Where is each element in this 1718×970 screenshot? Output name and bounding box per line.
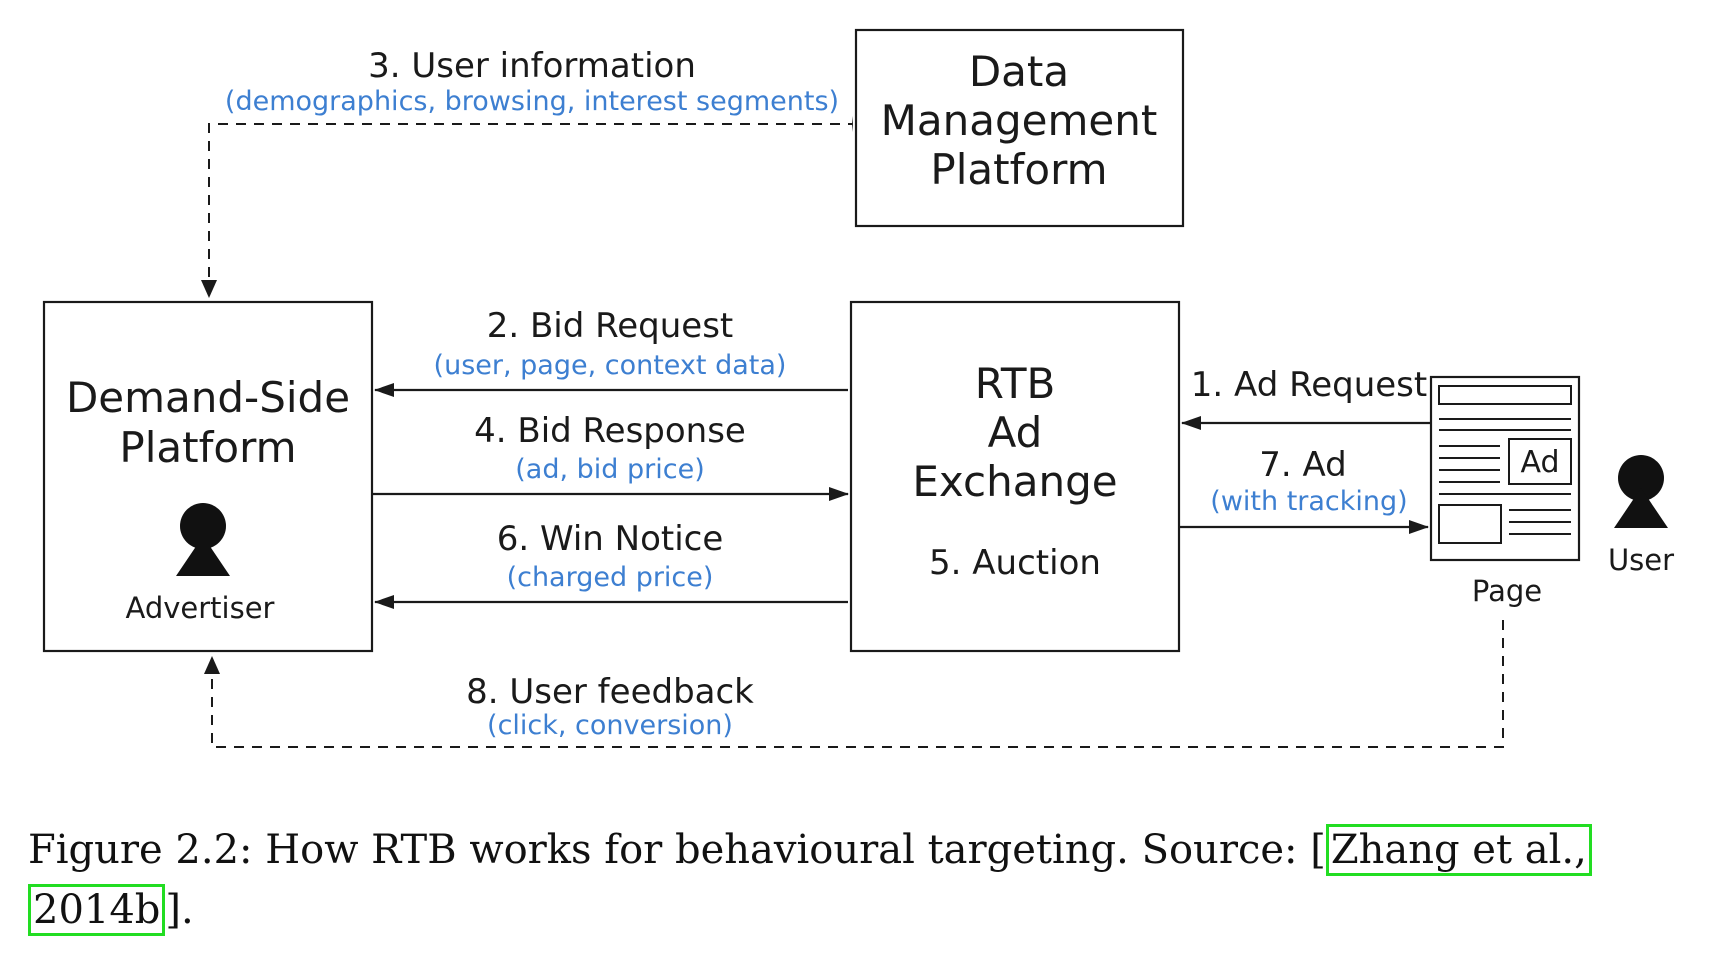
- user-feedback-arrowhead: [204, 656, 220, 674]
- user-feedback-connector: [211, 620, 1504, 748]
- exchange-line-1: RTB: [975, 359, 1056, 408]
- dsp-line-2: Platform: [119, 423, 296, 472]
- user-info-detail: (demographics, browsing, interest segmen…: [225, 86, 839, 117]
- user-info-title: 3. User information: [368, 46, 696, 86]
- exchange-node: RTB Ad Exchange 5. Auction: [849, 300, 1181, 653]
- advertiser-label: Advertiser: [126, 591, 275, 625]
- dmp-line-2: Management: [881, 96, 1158, 145]
- win-notice-title: 6. Win Notice: [497, 519, 724, 559]
- dsp-line-1: Demand-Side: [66, 373, 350, 422]
- user-feedback-detail: (click, conversion): [487, 710, 733, 741]
- bid-request-title: 2. Bid Request: [487, 306, 734, 346]
- user-feedback-title: 8. User feedback: [466, 672, 754, 712]
- page-ad-label: Ad: [1520, 445, 1559, 480]
- caption-text: Figure 2.2: How RTB works for behavioura…: [28, 827, 1326, 873]
- user-icon: [1614, 455, 1668, 528]
- ad-title: 7. Ad: [1259, 445, 1347, 485]
- win-notice-detail: (charged price): [507, 562, 714, 593]
- bid-response-detail: (ad, bid price): [515, 454, 704, 485]
- figure-caption: Figure 2.2: How RTB works for behavioura…: [28, 820, 1698, 940]
- caption-end: ].: [165, 887, 194, 933]
- ad-detail: (with tracking): [1210, 486, 1407, 517]
- dmp-node: Data Management Platform: [854, 28, 1185, 228]
- dmp-line-1: Data: [969, 47, 1069, 96]
- exchange-line-2: Ad: [988, 408, 1043, 457]
- citation-year-link[interactable]: 2014b: [28, 884, 166, 936]
- auction-label: 5. Auction: [929, 543, 1101, 583]
- user-info-arrowhead-dsp: [201, 280, 217, 298]
- advertiser-icon: [176, 503, 230, 576]
- user-info-arrowhead-dmp: [852, 116, 853, 132]
- bid-request-detail: (user, page, context data): [434, 350, 787, 381]
- dmp-line-3: Platform: [930, 145, 1107, 194]
- exchange-line-3: Exchange: [912, 457, 1117, 506]
- ad-request-title: 1. Ad Request: [1191, 365, 1427, 405]
- citation-author-link[interactable]: Zhang et al.,: [1325, 824, 1592, 876]
- dsp-node: Demand-Side Platform Advertiser: [42, 300, 374, 653]
- page-label: Page: [1472, 574, 1542, 608]
- user-label: User: [1608, 543, 1674, 577]
- user-info-connector: [208, 123, 852, 295]
- bid-response-title: 4. Bid Response: [474, 411, 746, 451]
- page-icon: Ad: [1429, 375, 1581, 562]
- rtb-diagram: Data Management Platform Demand-Side Pla…: [42, 28, 1674, 748]
